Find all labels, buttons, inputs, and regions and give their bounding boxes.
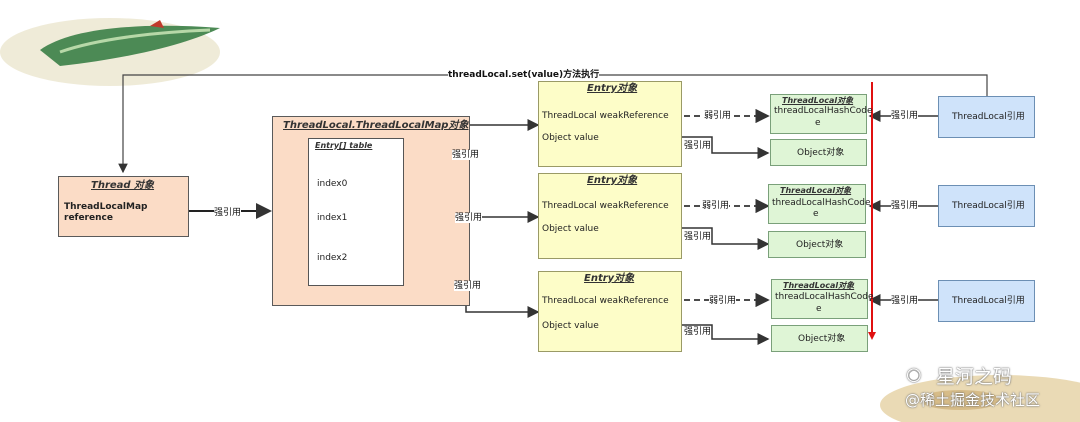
entry-title-1: Entry对象 <box>587 175 638 186</box>
threadlocal-ref-box-0: ThreadLocal引用 <box>938 96 1035 138</box>
entry-value-text-0: Object value <box>542 133 599 143</box>
tl-object-hash-0: threadLocalHashCode <box>774 106 873 116</box>
entry-value-text-2: Object value <box>542 321 599 331</box>
index0-strong-label: 强引用 <box>452 150 480 160</box>
object-box-2: Object对象 <box>771 325 868 352</box>
weak-ref-label-0: 弱引用 <box>704 111 732 121</box>
map-title: ThreadLocal.ThreadLocalMap对象 <box>283 120 469 131</box>
index2-strong-label: 强引用 <box>454 281 482 291</box>
threadlocal-object-box-0: ThreadLocal对象 threadLocalHashCode e <box>770 94 873 134</box>
tl-object-title-0: ThreadLocal对象 <box>782 96 854 105</box>
sand-illustration <box>880 375 1080 422</box>
index1-label: index1 <box>317 213 348 223</box>
tl-ref-strong-label-1: 强引用 <box>891 201 919 211</box>
entry-weak-text-1: ThreadLocal weakReference <box>542 201 669 211</box>
thread-object-box: Thread 对象 ThreadLocalMap reference <box>58 176 189 237</box>
tl-object-hash-2: threadLocalHashCode <box>775 292 874 302</box>
entry-weak-text-2: ThreadLocal weakReference <box>542 296 669 306</box>
tl-ref-strong-label-2: 强引用 <box>891 296 919 306</box>
wechat-icon: ◉ <box>906 364 922 385</box>
value-strong-label-0: 强引用 <box>684 141 712 151</box>
object-label-2: Object对象 <box>798 334 846 344</box>
tl-ref-label-2: ThreadLocal引用 <box>952 296 1025 306</box>
value-strong-label-1: 强引用 <box>684 232 712 242</box>
threadlocal-ref-box-1: ThreadLocal引用 <box>938 185 1035 227</box>
leaf-boat-illustration <box>0 18 220 86</box>
entry-title-0: Entry对象 <box>587 83 638 94</box>
tl-object-hash-wrap-0: e <box>815 118 821 128</box>
entry-box-2: Entry对象 ThreadLocal weakReference Object… <box>538 271 682 352</box>
tl-ref-strong-label-0: 强引用 <box>891 111 919 121</box>
thread-title: Thread 对象 <box>91 180 155 191</box>
thread-line2: reference <box>64 213 113 223</box>
entry-box-0: Entry对象 ThreadLocal weakReference Object… <box>538 81 682 167</box>
watermark-author: 星河之码 <box>936 366 1013 388</box>
object-label-1: Object对象 <box>796 240 844 250</box>
index2-label: index2 <box>317 253 348 263</box>
object-box-1: Object对象 <box>768 231 866 258</box>
index1-strong-label: 强引用 <box>455 213 483 223</box>
weak-ref-label-2: 弱引用 <box>709 296 737 306</box>
entry-value-text-1: Object value <box>542 224 599 234</box>
threadlocal-object-box-1: ThreadLocal对象 threadLocalHashCode e <box>768 184 871 224</box>
entry-weak-text-0: ThreadLocal weakReference <box>542 111 669 121</box>
table-title: Entry[] table <box>315 141 373 150</box>
object-box-0: Object对象 <box>770 139 867 166</box>
thread-line1: ThreadLocalMap <box>64 202 148 212</box>
index0-label: index0 <box>317 179 348 189</box>
tl-object-hash-wrap-1: e <box>813 209 819 219</box>
red-arrow-head <box>868 332 876 340</box>
entry-table-box: Entry[] table index0 index1 index2 <box>308 138 404 286</box>
watermark-site: @稀土掘金技术社区 <box>905 391 1041 409</box>
set-call-label: threadLocal.set(value)方法执行 <box>448 70 600 80</box>
tl-object-title-2: ThreadLocal对象 <box>783 281 855 290</box>
tl-object-hash-1: threadLocalHashCode <box>772 198 871 208</box>
threadlocal-ref-box-2: ThreadLocal引用 <box>938 280 1035 322</box>
tl-ref-label-0: ThreadLocal引用 <box>952 112 1025 122</box>
entry-box-1: Entry对象 ThreadLocal weakReference Object… <box>538 173 682 259</box>
thread-map-strong-label: 强引用 <box>214 208 242 218</box>
weak-ref-label-1: 弱引用 <box>702 201 730 211</box>
entry-title-2: Entry对象 <box>584 273 635 284</box>
value-strong-label-2: 强引用 <box>684 327 712 337</box>
object-label-0: Object对象 <box>797 148 845 158</box>
tl-ref-label-1: ThreadLocal引用 <box>952 201 1025 211</box>
tl-object-hash-wrap-2: e <box>816 304 822 314</box>
threadlocal-object-box-2: ThreadLocal对象 threadLocalHashCode e <box>771 279 874 319</box>
tl-object-title-1: ThreadLocal对象 <box>780 186 852 195</box>
